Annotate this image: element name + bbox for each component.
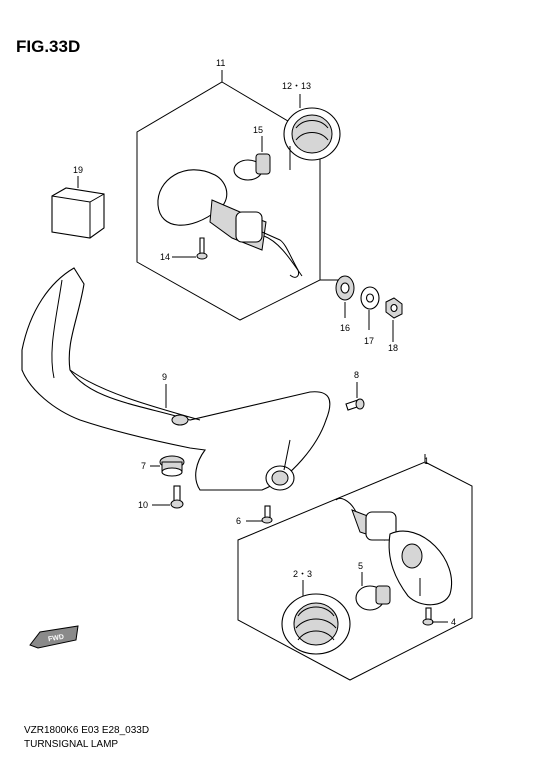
- callout-9: 9: [162, 372, 167, 382]
- washers-nuts-16-17-18: [320, 275, 403, 342]
- lens-12-13: [283, 94, 341, 170]
- grommet-7: [150, 455, 185, 477]
- screw-8: [345, 382, 365, 411]
- lens-2-3: [281, 580, 351, 655]
- forward-direction-badge: FWD: [29, 625, 79, 649]
- front-lamp-assembly-outline: [237, 461, 473, 681]
- callout-5: 5: [358, 561, 363, 571]
- bulb-5: [355, 572, 391, 611]
- model-code: VZR1800K6 E03 E28_033D: [24, 725, 149, 736]
- callout-16: 16: [340, 323, 350, 333]
- relay-19: [51, 176, 105, 239]
- screw-4: [422, 607, 448, 626]
- fwd-badge-text: FWD: [48, 634, 65, 644]
- callout-6: 6: [236, 516, 241, 526]
- lower-turnsignal-housing: [335, 498, 453, 606]
- callout-12-13: 12・13: [282, 81, 311, 91]
- callout-18: 18: [388, 343, 398, 353]
- callout-7: 7: [141, 461, 146, 471]
- callout-19: 19: [73, 165, 83, 175]
- bolt-10: [152, 485, 184, 509]
- screw-6: [246, 505, 273, 524]
- figure-title: FIG.33D: [16, 37, 80, 56]
- callout-15: 15: [253, 125, 263, 135]
- callout-4: 4: [451, 617, 456, 627]
- screw-14: [172, 237, 208, 260]
- upper-turnsignal-housing: [157, 169, 303, 278]
- diagram-caption: TURNSIGNAL LAMP: [24, 739, 118, 750]
- callout-2-3: 2・3: [293, 569, 312, 579]
- bulb-15: [233, 136, 271, 181]
- callout-10: 10: [138, 500, 148, 510]
- callout-1: 1: [424, 456, 429, 466]
- callout-14: 14: [160, 252, 170, 262]
- callout-11: 11: [216, 58, 225, 68]
- bracket-9: [21, 267, 331, 491]
- callout-8: 8: [354, 370, 359, 380]
- callout-17: 17: [364, 336, 374, 346]
